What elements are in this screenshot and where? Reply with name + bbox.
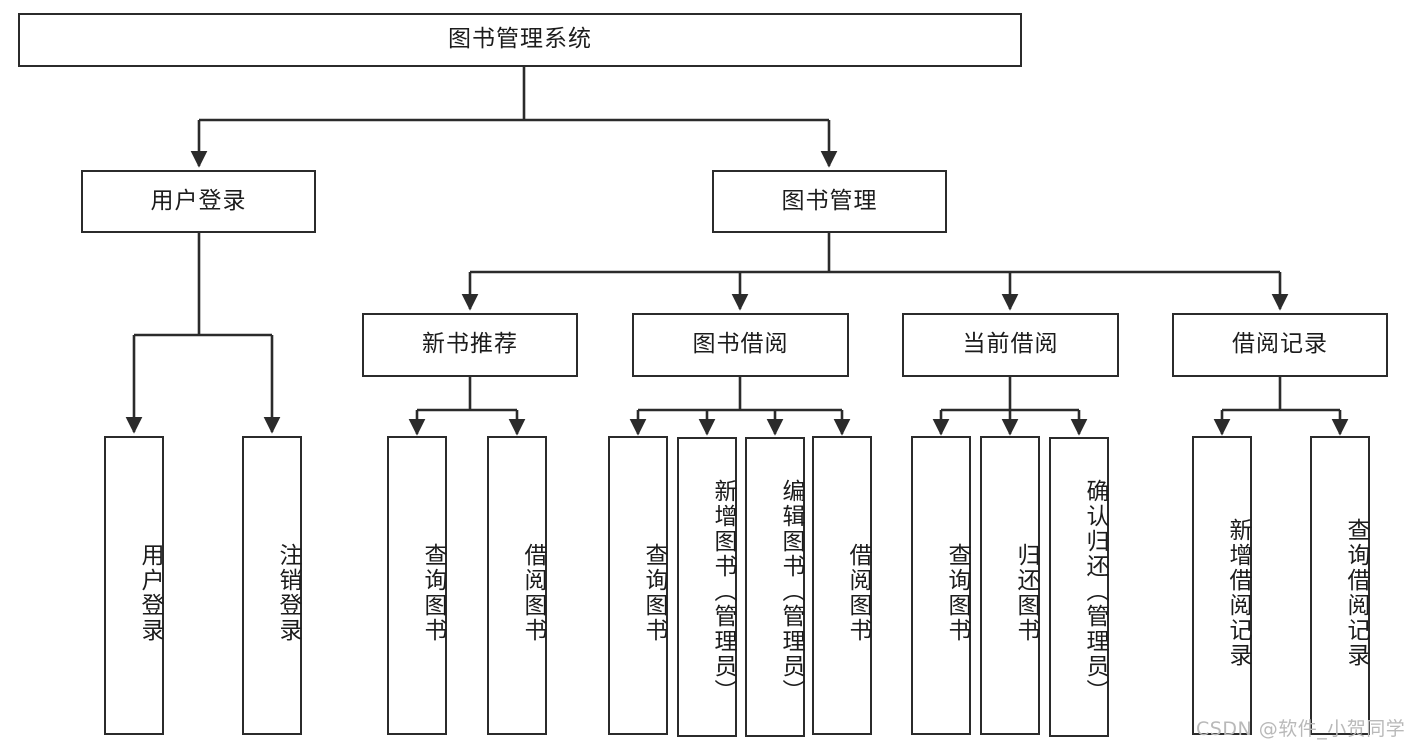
node-leaf-add-borrow-record[interactable]: 新增借阅记录 <box>1192 436 1252 735</box>
node-leaf-logout[interactable]: 注销登录 <box>242 436 302 735</box>
node-new-book-recommend[interactable]: 新书推荐 <box>362 313 578 377</box>
node-leaf-edit-book-admin[interactable]: 编辑图书（管理员） <box>745 437 805 737</box>
node-book-borrow[interactable]: 图书借阅 <box>632 313 849 377</box>
csdn-watermark: CSDN @软件_小贺同学 <box>1196 718 1405 740</box>
node-leaf-user-login[interactable]: 用户登录 <box>104 436 164 735</box>
node-leaf-confirm-return-admin[interactable]: 确认归还（管理员） <box>1049 437 1109 737</box>
node-user-login[interactable]: 用户登录 <box>81 170 316 233</box>
node-leaf-return-book[interactable]: 归还图书 <box>980 436 1040 735</box>
node-leaf-query-book-recommend[interactable]: 查询图书 <box>387 436 447 735</box>
node-current-borrow[interactable]: 当前借阅 <box>902 313 1119 377</box>
node-root-system[interactable]: 图书管理系统 <box>18 13 1022 67</box>
node-leaf-borrow-book-borrow[interactable]: 借阅图书 <box>812 436 872 735</box>
node-borrow-record[interactable]: 借阅记录 <box>1172 313 1388 377</box>
node-book-management[interactable]: 图书管理 <box>712 170 947 233</box>
node-leaf-query-book-current[interactable]: 查询图书 <box>911 436 971 735</box>
node-leaf-add-book-admin[interactable]: 新增图书（管理员） <box>677 437 737 737</box>
node-leaf-borrow-book-recommend[interactable]: 借阅图书 <box>487 436 547 735</box>
node-leaf-query-book-borrow[interactable]: 查询图书 <box>608 436 668 735</box>
node-leaf-query-borrow-record[interactable]: 查询借阅记录 <box>1310 436 1370 735</box>
